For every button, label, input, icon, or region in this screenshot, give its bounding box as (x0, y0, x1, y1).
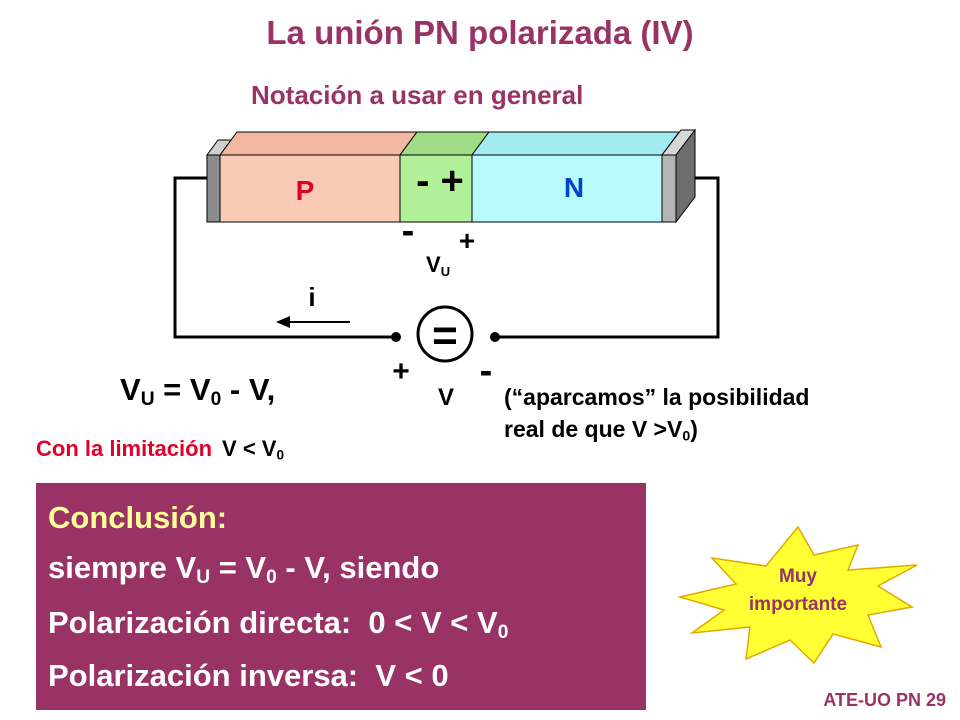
source-terminal-left (391, 332, 401, 342)
p-region (219, 154, 401, 223)
vu-label-subscript: U (441, 264, 450, 279)
limitation-label: Con la limitación (36, 436, 213, 461)
note-line-1: (“aparcamos” la posibilidad (504, 384, 810, 410)
right-contact-side (675, 128, 696, 224)
n-label: N (564, 172, 584, 203)
vu-equation: VU = V0 - V, (120, 372, 276, 410)
conclusion-line-1: siempre VU = V0 - V, siendo (48, 550, 440, 588)
page-subtitle: Notación a usar en general (251, 80, 584, 110)
conclusion-line-2: Polarización directa: 0 < V < V0 (48, 605, 509, 643)
limitation: Con la limitación V < V0 (36, 436, 284, 462)
badge-line-2: importante (749, 594, 847, 615)
vu-minus-sign: - (402, 210, 415, 252)
importance-badge: Muy importante (677, 525, 918, 665)
badge-star (677, 525, 918, 665)
voltage-source (416, 305, 474, 363)
source-minus-sign: - (480, 350, 493, 392)
conclusion-line-3: Polarización inversa: V < 0 (48, 658, 449, 693)
circuit-wire-right (495, 176, 720, 339)
source-voltage-label: V (438, 384, 454, 411)
current-label: i (308, 282, 315, 312)
n-region-top (471, 131, 680, 156)
vu-plus-sign: + (459, 225, 475, 256)
note-line-2: real de que V >V0) (504, 416, 698, 445)
pn-junction-diagram: P N - + - + VU i = + - V (173, 128, 720, 411)
circuit-wire-left (173, 176, 395, 339)
n-region (471, 154, 663, 223)
conclusion-heading: Conclusión: (48, 500, 228, 535)
page-title: La unión PN polarizada (IV) (266, 14, 694, 51)
badge-line-1: Muy (779, 566, 817, 587)
slide-footer: ATE-UO PN 29 (823, 690, 946, 710)
current-arrowhead (276, 316, 290, 328)
source-terminal-right (490, 332, 500, 342)
junction-charges: - + (416, 159, 464, 203)
p-region-top (219, 131, 418, 156)
source-plus-sign: + (392, 355, 410, 388)
voltage-source-symbol: = (432, 311, 458, 360)
p-label: P (296, 175, 315, 206)
vu-label: VU (426, 252, 450, 279)
right-contact (661, 154, 677, 223)
limitation-condition: V < V0 (222, 436, 285, 463)
conclusion-panel: Conclusión: siempre VU = V0 - V, siendo … (36, 483, 646, 710)
depletion-region (399, 154, 473, 223)
note-text: (“aparcamos” la posibilidad real de que … (504, 381, 809, 445)
left-contact (206, 154, 221, 223)
